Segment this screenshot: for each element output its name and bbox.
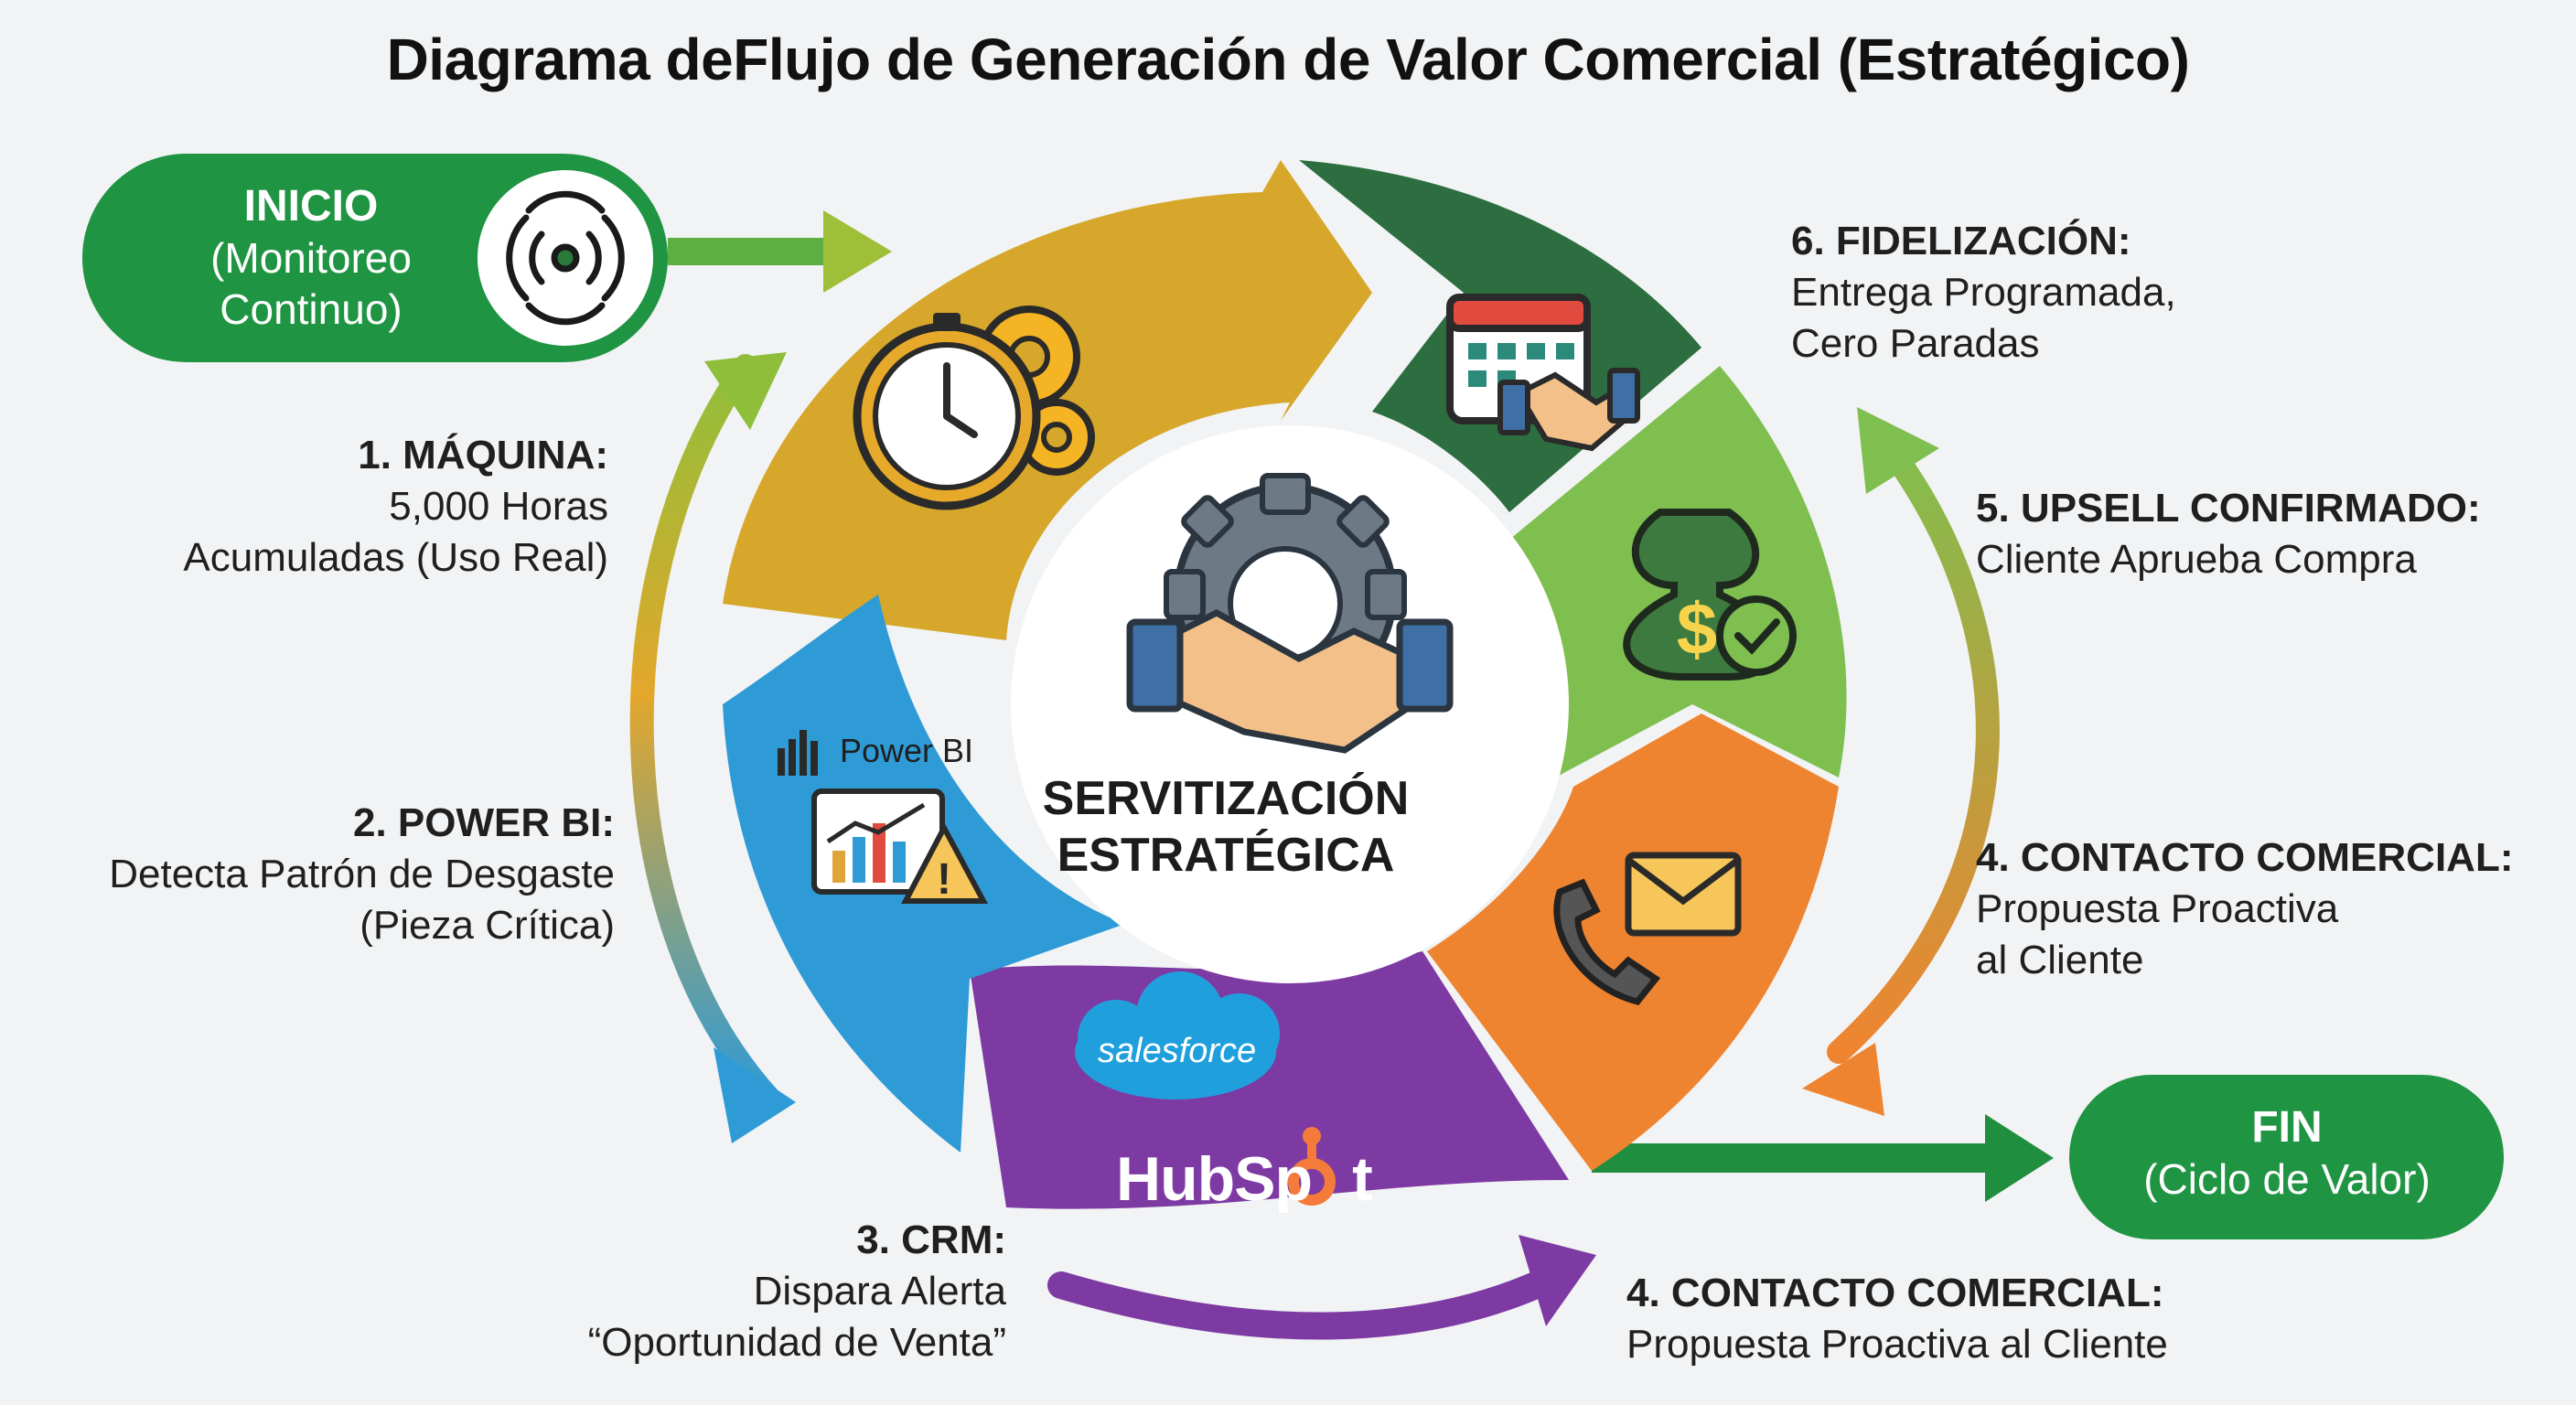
left-arrow-head-bottom [714, 1047, 796, 1143]
salesforce-logo-text: salesforce [1098, 1032, 1257, 1070]
signal-icon [506, 190, 625, 326]
step-maquina-line-1: 5,000 Horas [389, 484, 608, 529]
step-fidelizacion-title: 6. FIDELIZACIÓN: [1791, 219, 2131, 263]
step-fidelizacion-line-2: Cero Paradas [1791, 321, 2040, 366]
end-pill [2069, 1075, 2504, 1239]
start-line-1: (Monitoreo [210, 234, 412, 282]
step-powerbi-title: 2. POWER BI: [352, 800, 615, 845]
step-powerbi-line-2: (Pieza Crítica) [360, 903, 615, 948]
step-crm: 3. CRM: Dispara Alerta “Oportunidad de V… [512, 1215, 1006, 1368]
powerbi-logo-text: Power BI [840, 732, 974, 769]
calendar-handshake-icon [1446, 294, 1640, 452]
step-crm-title: 3. CRM: [856, 1217, 1006, 1262]
center-line-1: SERVITIZACIÓN [1042, 772, 1410, 825]
step-crm-line-1: Dispara Alerta [753, 1269, 1006, 1314]
money-bag-check-icon: $ [1623, 509, 1797, 681]
step-contacto-bottom: 4. CONTACTO COMERCIAL: Propuesta Proacti… [1626, 1268, 2267, 1370]
step-maquina-title: 1. MÁQUINA: [358, 433, 608, 477]
step-contacto-right-line-1: Propuesta Proactiva [1976, 886, 2339, 931]
start-pill-text: INICIO (Monitoreo Continuo) [146, 181, 476, 335]
start-arrow-head [823, 210, 892, 293]
hubspot-sprocket-icon [1288, 1127, 1336, 1206]
left-cycle-arrow [629, 354, 780, 1110]
step-contacto-bottom-line-1: Propuesta Proactiva al Cliente [1626, 1322, 2168, 1367]
salesforce-logo-icon [1075, 971, 1280, 1099]
left-arrow-head-top [704, 352, 787, 430]
step-upsell-line-1: Cliente Aprueba Compra [1976, 537, 2417, 582]
step-upsell-title: 5. UPSELL CONFIRMADO: [1976, 486, 2481, 531]
end-pill-text: FIN (Ciclo de Valor) [2095, 1102, 2479, 1205]
end-arrow-head [1985, 1114, 2054, 1202]
step-fidelizacion: 6. FIDELIZACIÓN: Entrega Programada, Cer… [1791, 216, 2303, 370]
center-label: SERVITIZACIÓN ESTRATÉGICA [1034, 770, 1418, 884]
page-title: Diagrama deFlujo de Generación de Valor … [386, 27, 2190, 92]
chart-alert-icon: ! [811, 788, 989, 904]
step-powerbi: 2. POWER BI: Detecta Patrón de Desgaste … [37, 798, 615, 951]
step-maquina-line-2: Acumuladas (Uso Real) [183, 535, 608, 580]
step-contacto-right: 4. CONTACTO COMERCIAL: Propuesta Proacti… [1976, 832, 2561, 986]
hubspot-logo-text-b: t [1352, 1144, 1373, 1214]
step-crm-line-2: “Oportunidad de Venta” [587, 1320, 1006, 1365]
bottom-arrow-head [1519, 1235, 1596, 1326]
step-fidelizacion-line-1: Entrega Programada, [1791, 270, 2176, 315]
right-arrow-head-top [1857, 407, 1939, 494]
start-title: INICIO [243, 182, 379, 231]
end-line-1: (Ciclo de Valor) [2143, 1155, 2431, 1203]
gear-handshake-icon [1126, 473, 1454, 754]
step-powerbi-line-1: Detecta Patrón de Desgaste [109, 852, 615, 896]
step-contacto-right-title: 4. CONTACTO COMERCIAL: [1976, 835, 2514, 880]
hubspot-logo-text-a: HubSp [1116, 1144, 1313, 1214]
start-line-2: Continuo) [220, 285, 402, 333]
phone-mail-icon [1553, 852, 1742, 1005]
step-upsell: 5. UPSELL CONFIRMADO: Cliente Aprueba Co… [1976, 483, 2543, 585]
clock-gears-icon [853, 306, 1095, 510]
step-maquina: 1. MÁQUINA: 5,000 Horas Acumuladas (Uso … [128, 430, 608, 584]
step-contacto-bottom-title: 4. CONTACTO COMERCIAL: [1626, 1271, 2164, 1315]
right-cycle-arrow [1827, 418, 2000, 1064]
segment-contacto [1427, 713, 1839, 1171]
end-arrow-shaft [1592, 1143, 1994, 1173]
center-line-2: ESTRATÉGICA [1057, 829, 1395, 882]
svg-text:!: ! [937, 855, 951, 904]
right-arrow-head-bottom [1802, 1043, 1884, 1116]
svg-text:$: $ [1677, 588, 1718, 670]
step-contacto-right-line-2: al Cliente [1976, 938, 2144, 982]
bottom-cycle-arrow [1047, 1267, 1560, 1340]
powerbi-logo-icon [778, 730, 818, 776]
end-title: FIN [2251, 1103, 2323, 1152]
start-arrow-shaft [668, 238, 832, 265]
